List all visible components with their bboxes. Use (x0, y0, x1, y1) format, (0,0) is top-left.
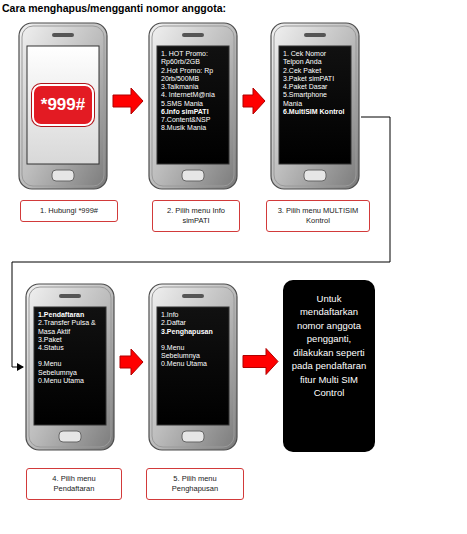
phone-node: 1.Pendaftaran2.Transfer Pulsa & Masa Akt… (25, 283, 115, 451)
phone-bezel (152, 26, 234, 186)
block-arrow (243, 349, 278, 375)
caption-text: 2. Pilih menu Info simPATI (157, 206, 235, 226)
phone-screen-text: 1. HOT Promo: Rp60rb/2GB2.Hot Promo: Rp … (158, 47, 228, 163)
phone-button (59, 431, 81, 442)
menu-item: 2.Cek Paket (283, 67, 347, 75)
note-text: Untuk mendaftarkan nomor anggota penggan… (289, 292, 369, 400)
menu-item: 1.Pendaftaran (38, 311, 102, 319)
block-arrow (243, 88, 265, 114)
phone-body (149, 23, 237, 189)
phone-body (149, 284, 237, 450)
block-arrow (120, 349, 143, 375)
phone-screen (157, 46, 229, 164)
menu-item: 9.Menu Sebelumnya (161, 344, 225, 361)
phone-screen-text: *999# (28, 47, 98, 163)
caption-text: 4. Pilih menu Pendaftaran (31, 474, 117, 494)
menu-item: 6.Info simPATI (161, 108, 225, 116)
step-caption: 1. Hubungi *999# (20, 200, 118, 222)
flow-arrow (243, 349, 278, 375)
phone-speaker (59, 294, 81, 298)
phone-bezel (152, 287, 234, 447)
phone-body (271, 23, 359, 189)
phone-body (26, 284, 114, 450)
phone-button (182, 431, 204, 442)
phone-speaker (182, 294, 204, 298)
caption-text: 1. Hubungi *999# (25, 206, 113, 216)
phone-speaker (52, 33, 74, 37)
menu-item: 4.Paket Dasar (283, 83, 347, 91)
phone-screen (157, 307, 229, 425)
phone-screen-text: 1.Pendaftaran2.Transfer Pulsa & Masa Akt… (35, 308, 105, 424)
menu-item: 1. Cek Nomor Telpon Anda (283, 50, 347, 67)
flow-arrow (113, 88, 143, 114)
menu-item: 0.Menu Utama (38, 377, 102, 385)
menu-item: 3.Penghapusan (161, 328, 225, 336)
block-arrow (113, 88, 143, 114)
step-caption: 3. Pilih menu MULTISIM Kontrol (266, 200, 370, 232)
phone-speaker (304, 33, 326, 37)
phone-bezel (274, 26, 356, 186)
phone-screen (27, 46, 99, 164)
menu-item: 2.Daftar (161, 319, 225, 327)
flow-arrow (120, 349, 143, 375)
step-caption: 4. Pilih menu Pendaftaran (26, 468, 122, 500)
menu-item: 5.Smartphone Mania (283, 91, 347, 108)
menu-item: 7.Content&NSP (161, 116, 225, 124)
phone-bezel (29, 287, 111, 447)
caption-text: 3. Pilih menu MULTISIM Kontrol (271, 206, 365, 226)
menu-item: 3.Paket simPATI (283, 75, 347, 83)
phone-speaker (182, 33, 204, 37)
step-caption: 2. Pilih menu Info simPATI (152, 200, 240, 232)
phone-body (19, 23, 107, 189)
menu-item: 8.Musik Mania (161, 124, 225, 132)
phone-node: 1.Info2.Daftar3.Penghapusan 9.Menu Sebelu… (148, 283, 238, 451)
menu-item: 2.Transfer Pulsa & Masa Aktif (38, 319, 102, 336)
menu-item: 3.Talkmania (161, 83, 225, 91)
menu-item: 3.Paket (38, 336, 102, 344)
phone-screen-text: 1.Info2.Daftar3.Penghapusan 9.Menu Sebelu… (158, 308, 228, 424)
phone-screen (34, 307, 106, 425)
note-box: Untuk mendaftarkan nomor anggota penggan… (283, 280, 375, 452)
menu-item: 9.Menu Sebelumnya (38, 360, 102, 377)
diagram-title: Cara menghapus/mengganti nomor anggota: (2, 2, 226, 14)
flow-arrow (243, 88, 265, 114)
menu-item: 0.Menu Utama (161, 360, 225, 368)
arrow-head (17, 363, 24, 371)
phone-node: *999# (18, 22, 108, 190)
phone-node: 1. HOT Promo: Rp60rb/2GB2.Hot Promo: Rp … (148, 22, 238, 190)
phone-screen-text: 1. Cek Nomor Telpon Anda2.Cek Paket3.Pak… (280, 47, 350, 163)
caption-text: 5. Pilih menu Penghapusan (151, 474, 239, 494)
phone-button (52, 170, 74, 181)
menu-item: 2.Hot Promo: Rp 20rb/500MB (161, 67, 225, 84)
phone-node: 1. Cek Nomor Telpon Anda2.Cek Paket3.Pak… (270, 22, 360, 190)
phone-button (182, 170, 204, 181)
phone-bezel (22, 26, 104, 186)
phone-button (304, 170, 326, 181)
menu-item: 4.Status (38, 344, 102, 352)
dial-code-badge: *999# (32, 84, 94, 126)
menu-item: 5.SMS Mania (161, 100, 225, 108)
menu-item: 1. HOT Promo: Rp60rb/2GB (161, 50, 225, 67)
phone-screen (279, 46, 351, 164)
menu-item: 1.Info (161, 311, 225, 319)
menu-item: 6.MultiSIM Kontrol (283, 108, 347, 116)
step-caption: 5. Pilih menu Penghapusan (146, 468, 244, 500)
menu-item: 4. InternetM@nia (161, 91, 225, 99)
